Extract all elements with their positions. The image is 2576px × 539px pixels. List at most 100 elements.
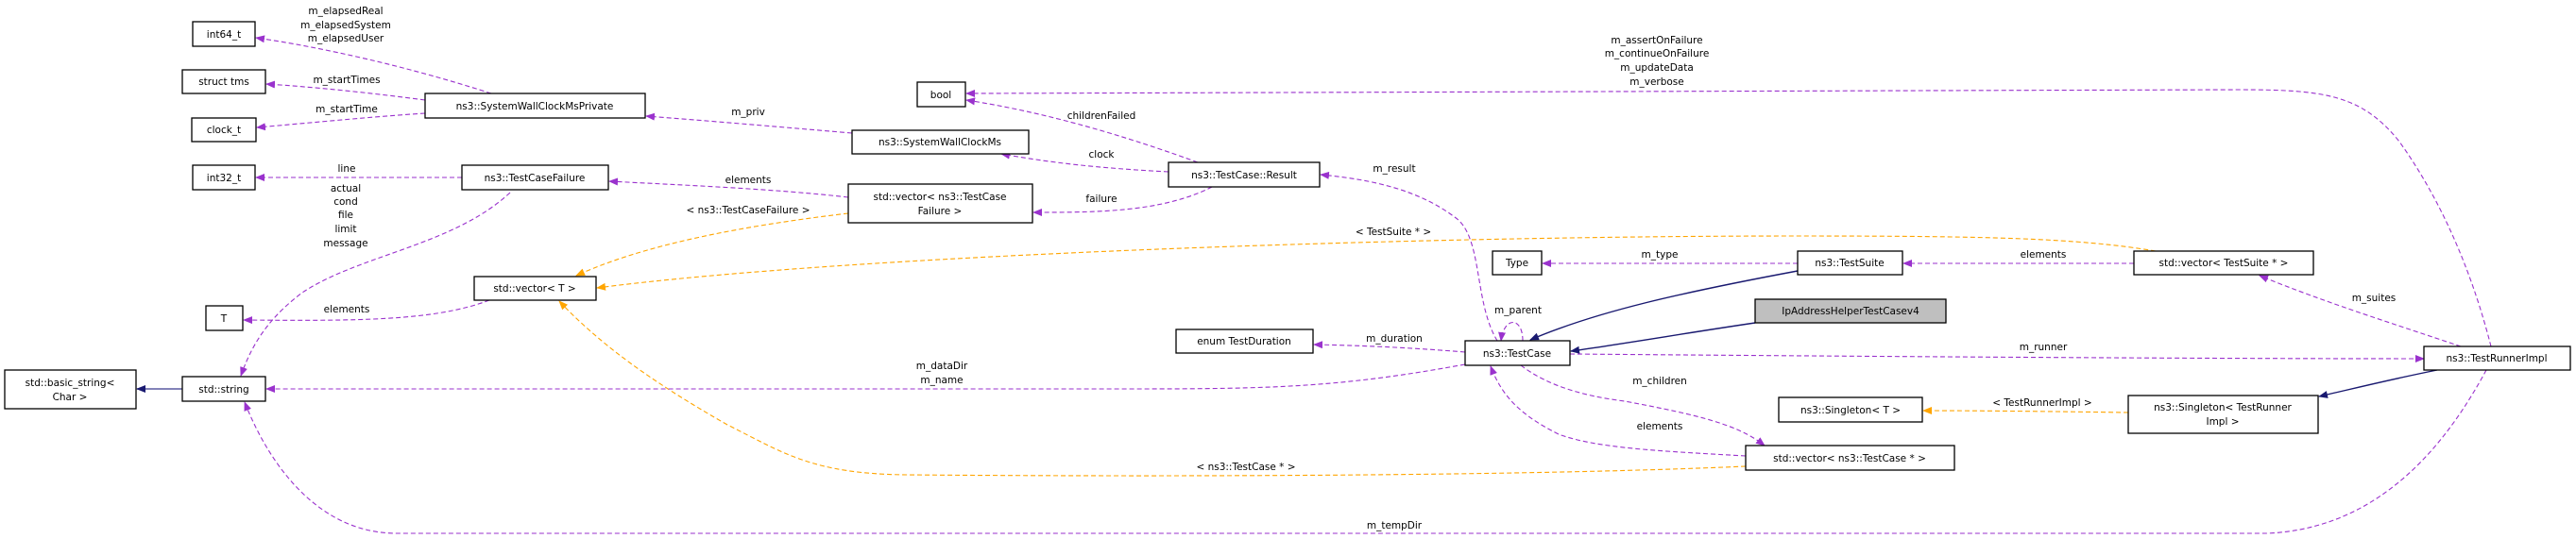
edge-label: m_elapsedSystem (300, 20, 391, 31)
edge-tri-tmpl (1922, 407, 2129, 415)
edges (136, 35, 2492, 534)
edge-label: m_result (1373, 163, 1415, 175)
edge-clock (1000, 151, 1169, 173)
edge-startTimes (265, 80, 426, 101)
node-label: ns3::TestRunnerImpl (2446, 353, 2547, 364)
edge-tcf-tmpl (575, 212, 849, 277)
node-T[interactable]: T (205, 305, 244, 331)
edge-ipaddr-inherits (1570, 322, 1756, 354)
node-vector-t[interactable]: std::vector< T > (473, 276, 597, 301)
edge-label: m_updateData (1620, 62, 1694, 74)
node-label: std::vector< ns3::TestCase (873, 192, 1006, 203)
node-vector-test-case-failure[interactable]: std::vector< ns3::TestCaseFailure > (847, 183, 1033, 224)
edge-tc-tmpl (558, 300, 1747, 477)
edge-label: limit (334, 224, 356, 235)
edge-label: < TestRunnerImpl > (1992, 397, 2091, 409)
edge-duration (1313, 341, 1466, 353)
node-label: int32_t (207, 173, 241, 184)
edge-startTime (256, 112, 426, 131)
edge-label: m_tempDir (1367, 520, 1423, 531)
node-label: std::basic_string< (26, 378, 115, 389)
edge-label: line (338, 163, 356, 175)
node-label: enum TestDuration (1197, 336, 1291, 347)
node-label: int64_t (207, 29, 241, 41)
edge-label: elements (2021, 249, 2067, 261)
node-int32[interactable]: int32_t (192, 164, 256, 191)
edge-label: m_continueOnFailure (1605, 48, 1710, 59)
edge-label: m_type (1642, 249, 1679, 261)
edge-priv (645, 112, 853, 134)
edge-label: message (323, 238, 367, 249)
node-ip-address-helper-test-case-v4[interactable]: IpAddressHelperTestCasev4 (1754, 298, 1947, 324)
node-type[interactable]: Type (1492, 250, 1543, 276)
node-label: ns3::TestCase (1483, 348, 1551, 360)
edge-runner-inherits (2318, 369, 2438, 398)
edge-label: m_duration (1366, 333, 1423, 345)
edge-label: m_verbose (1629, 76, 1684, 88)
edge-label: < ns3::TestCase * > (1196, 462, 1295, 473)
node-singleton-test-runner-impl[interactable]: ns3::Singleton< TestRunnerImpl > (2127, 395, 2319, 434)
edge-childrenFailed (965, 97, 1199, 163)
edge-label: < ns3::TestCaseFailure > (686, 205, 810, 216)
node-basic-string[interactable]: std::basic_string<Char > (4, 369, 137, 410)
node-label: ns3::TestCase::Result (1191, 170, 1297, 181)
node-label: ns3::SystemWallClockMsPrivate (456, 101, 614, 112)
node-test-case-result[interactable]: ns3::TestCase::Result (1168, 161, 1321, 188)
edge-children (1520, 364, 1766, 446)
node-label: ns3::SystemWallClockMs (879, 137, 1001, 148)
node-system-wall-clock-ms-private[interactable]: ns3::SystemWallClockMsPrivate (424, 93, 646, 119)
edge-label: file (338, 210, 353, 221)
edge-label: m_children (1632, 376, 1687, 387)
node-label: Impl > (2206, 416, 2239, 428)
edge-label: m_runner (2020, 342, 2068, 353)
edge-label: m_name (920, 375, 963, 386)
node-label: std::string (198, 384, 248, 396)
node-test-case-failure[interactable]: ns3::TestCaseFailure (461, 164, 609, 191)
edge-T-elements (243, 299, 490, 325)
node-label: Failure > (918, 206, 963, 217)
node-test-suite[interactable]: ns3::TestSuite (1797, 250, 1903, 276)
edge-label: m_startTime (316, 104, 378, 115)
edge-label: failure (1085, 194, 1117, 205)
edge-strings (240, 192, 511, 377)
node-enum-test-duration[interactable]: enum TestDuration (1175, 328, 1314, 354)
edge-label: m_priv (731, 107, 765, 118)
node-int64[interactable]: int64_t (192, 21, 256, 47)
edge-bools (965, 89, 2492, 347)
node-test-case[interactable]: ns3::TestCase (1464, 340, 1571, 366)
edge-label: m_startTimes (313, 75, 380, 86)
edge-label: m_parent (1494, 305, 1542, 316)
node-label: ns3::TestCaseFailure (485, 173, 586, 184)
node-label: Type (1505, 258, 1528, 269)
edge-label: elements (725, 175, 772, 186)
node-label: bool (930, 90, 951, 101)
edge-label: actual (331, 183, 361, 194)
edge-label: < TestSuite * > (1356, 227, 1431, 238)
edge-label: clock (1089, 149, 1116, 160)
node-system-wall-clock-ms[interactable]: ns3::SystemWallClockMs (851, 129, 1030, 155)
node-vector-test-case[interactable]: std::vector< ns3::TestCase * > (1745, 445, 1955, 471)
node-clock-t[interactable]: clock_t (191, 117, 257, 143)
node-singleton-t[interactable]: ns3::Singleton< T > (1778, 396, 1923, 423)
edge-runner (1569, 353, 2425, 362)
edge-dataDir (265, 363, 1466, 393)
edge-elapsed (255, 35, 492, 94)
node-struct-tms[interactable]: struct tms (181, 69, 266, 94)
edge-label: m_suites (2352, 293, 2397, 304)
edge-suites (2259, 275, 2462, 347)
node-label: ns3::TestSuite (1815, 258, 1884, 269)
edge-label: elements (324, 304, 370, 315)
edge-parent (1498, 322, 1524, 342)
node-std-string[interactable]: std::string (181, 376, 266, 402)
node-bool[interactable]: bool (916, 81, 966, 108)
nodes: int64_t struct tms clock_t ns3::SystemWa… (4, 21, 2571, 471)
edge-result (1320, 171, 1498, 342)
node-label: std::vector< T > (493, 283, 575, 295)
edge-tempDir (244, 369, 2487, 534)
node-vector-test-suite[interactable]: std::vector< TestSuite * > (2133, 250, 2314, 276)
node-label: std::vector< ns3::TestCase * > (1773, 453, 1926, 464)
node-label: IpAddressHelperTestCasev4 (1782, 306, 1919, 317)
edge-testsuite-inherits (1529, 270, 1799, 341)
node-test-runner-impl[interactable]: ns3::TestRunnerImpl (2423, 345, 2571, 371)
